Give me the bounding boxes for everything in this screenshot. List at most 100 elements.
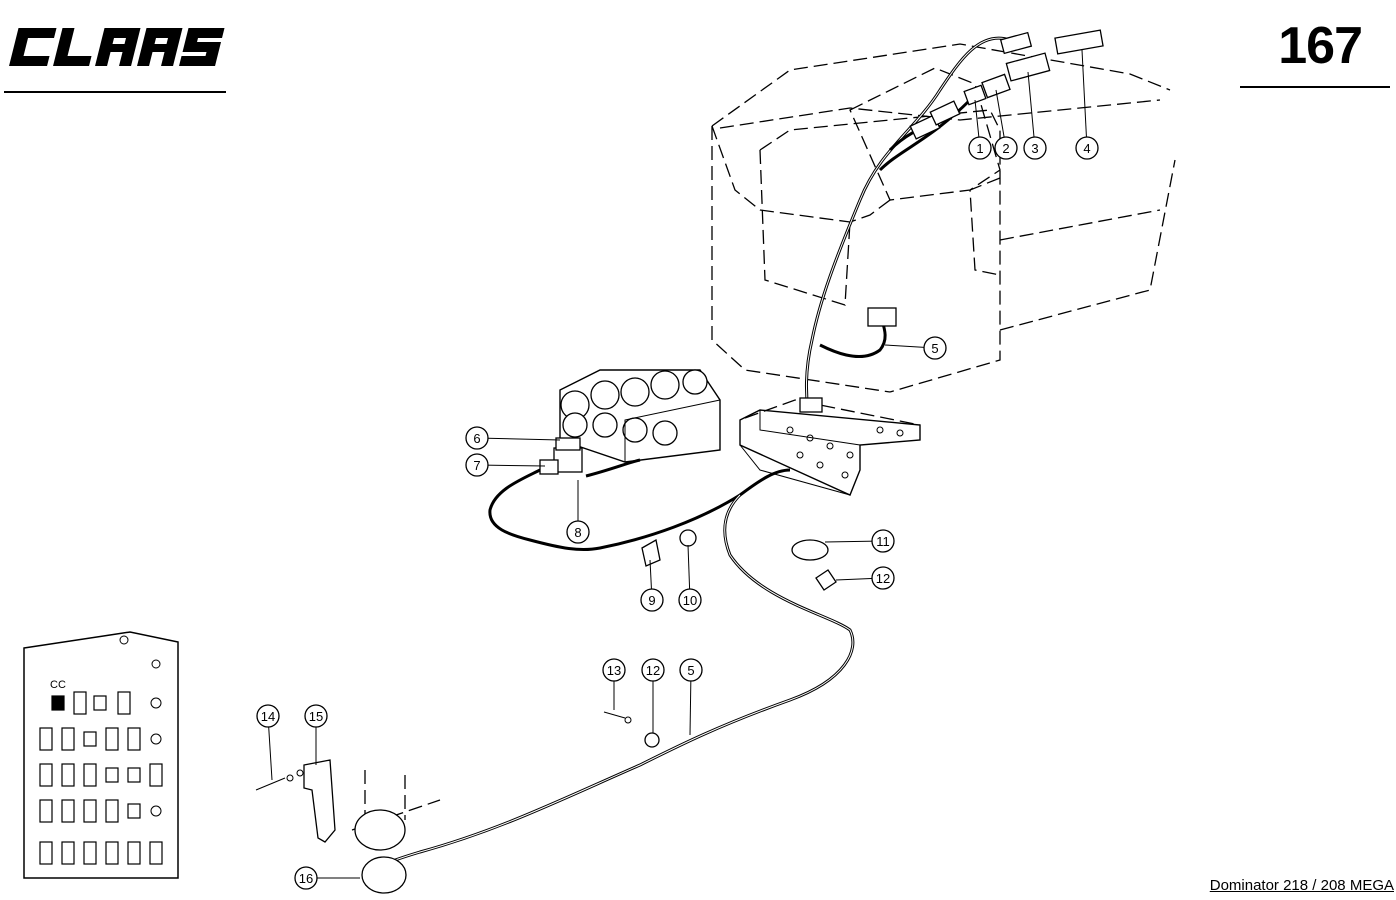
fuse-slot: [39, 799, 53, 823]
fuse-slot: [127, 767, 141, 783]
callout-circle: [1023, 136, 1047, 160]
fuse-slot: [83, 731, 97, 747]
callout-number: 9: [648, 593, 655, 608]
callout-number: 10: [683, 593, 697, 608]
fuse-slot: [105, 799, 119, 823]
callout-circle: [641, 658, 665, 682]
fuse-slot: [127, 727, 141, 751]
fuse-slot: [39, 841, 53, 865]
panel-hole: [150, 805, 162, 817]
callout-number: 16: [299, 871, 313, 886]
logo-underline: [4, 91, 226, 93]
page-number-underline: [1240, 86, 1390, 88]
callout-circle: [566, 520, 590, 544]
fuse-slot: [117, 691, 131, 715]
callout-number: 12: [646, 663, 660, 678]
callout-c2: 2: [994, 89, 1018, 160]
fuse-slot: [61, 799, 75, 823]
callout-number: 12: [876, 571, 890, 586]
callout-number: 8: [574, 525, 581, 540]
lower-switch-assembly: [255, 759, 441, 894]
valve-harness-loop: [389, 458, 855, 864]
callout-circle: [465, 453, 489, 477]
fuse-slot: [73, 691, 87, 715]
leader-line: [1081, 49, 1088, 149]
callout-circle: [871, 566, 895, 590]
callout-circle: [304, 704, 328, 728]
callout-c5b: 5: [679, 658, 703, 736]
fuse-slot: [93, 695, 107, 711]
fuse-panel-label: CC: [50, 679, 66, 691]
callout-c15: 15: [304, 704, 328, 765]
callout-number: 5: [687, 663, 694, 678]
claas-logo: [9, 28, 225, 66]
fuse-slot: [61, 727, 75, 751]
leader-line: [476, 437, 561, 441]
callout-number: 11: [876, 534, 890, 549]
callout-circle: [1075, 136, 1099, 160]
callout-circle: [679, 658, 703, 682]
callout-circle: [968, 136, 992, 160]
callout-c6: 6: [465, 426, 561, 450]
callout-circle: [602, 658, 626, 682]
fuse-slot: [105, 727, 119, 751]
callout-number: 2: [1002, 141, 1009, 156]
model-label: Dominator 218 / 208 MEGA: [1209, 877, 1394, 894]
fuse-slot: [83, 763, 97, 787]
fuse-slot: [61, 841, 75, 865]
callout-c12b: 12: [641, 658, 665, 733]
leader-line: [1027, 71, 1036, 149]
callout-c7: 7: [465, 453, 546, 477]
callout-c16: 16: [294, 866, 360, 890]
fuse-slot: [61, 763, 75, 787]
terminal-board: [739, 397, 921, 496]
cab-connectors: [867, 29, 1104, 327]
fuse-slot: [39, 763, 53, 787]
hydraulic-valve-block: [539, 369, 721, 475]
callout-number: 14: [261, 709, 275, 724]
callout-c9: 9: [640, 559, 664, 612]
callout-circle: [923, 336, 947, 360]
callout-circle: [465, 426, 489, 450]
callout-c10: 10: [678, 544, 702, 612]
callout-number: 15: [309, 709, 323, 724]
fuse-rows: [39, 691, 163, 865]
panel-hole: [150, 697, 162, 709]
fuse-slot: [39, 727, 53, 751]
panel-hole: [150, 733, 162, 745]
fuse-slot: [83, 799, 97, 823]
callout-c13: 13: [602, 658, 626, 710]
fuse-slot: [127, 803, 141, 819]
page-number: 167: [1278, 17, 1363, 75]
callout-c3: 3: [1023, 71, 1047, 160]
callout-circle: [294, 866, 318, 890]
callout-c11: 11: [824, 529, 895, 553]
fuse-slot: [105, 767, 119, 783]
callout-c4: 4: [1075, 49, 1099, 160]
callout-number: 6: [473, 431, 480, 446]
callout-c1: 1: [968, 99, 992, 160]
clips-and-fasteners: [603, 529, 837, 748]
fuse-slot: [127, 841, 141, 865]
callout-c14: 14: [256, 704, 280, 781]
fuse-slot: [149, 763, 163, 787]
fuse-slot: [83, 841, 97, 865]
callout-c5a: 5: [884, 336, 947, 360]
fuse-slot: [105, 841, 119, 865]
callout-c12a: 12: [835, 566, 895, 590]
fuse-slot: [51, 695, 65, 711]
callout-number: 5: [931, 341, 938, 356]
fuse-panel-inset: CC: [23, 631, 179, 879]
callout-number: 3: [1031, 141, 1038, 156]
callout-circle: [640, 588, 664, 612]
cab-housing-outline: [711, 43, 1176, 393]
fuse-slot: [149, 841, 163, 865]
callout-circle: [256, 704, 280, 728]
callout-circle: [994, 136, 1018, 160]
callout-number: 4: [1083, 141, 1090, 156]
callout-circle: [871, 529, 895, 553]
callout-number: 7: [473, 458, 480, 473]
